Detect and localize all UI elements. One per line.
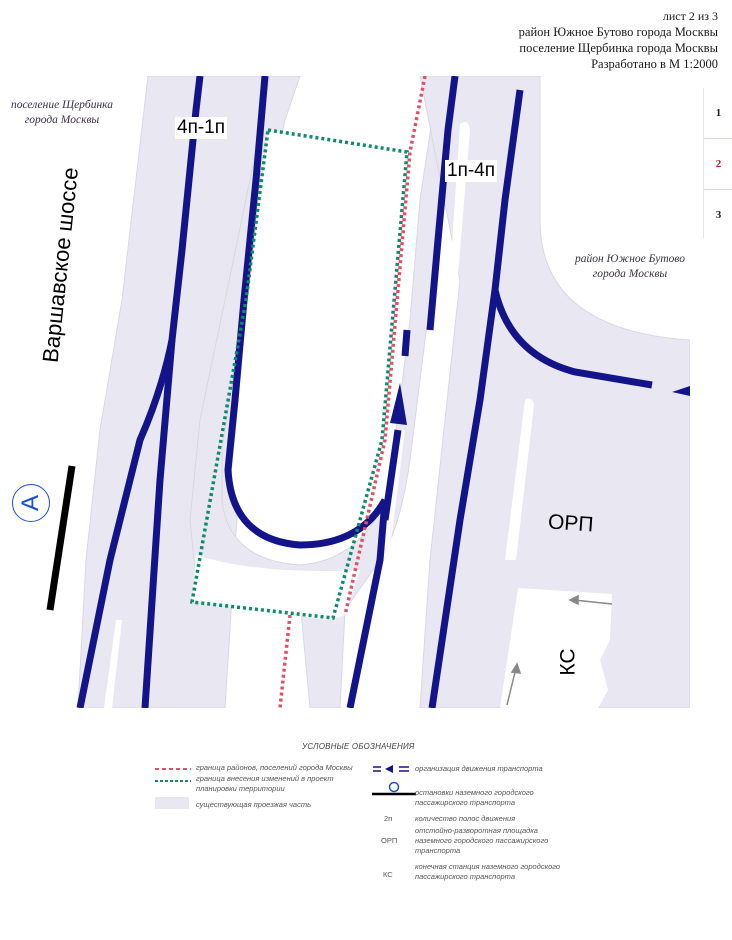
legend-bus-stop-icon [372,782,416,796]
legend-text-district-boundary: граница районов, поселений города Москвы [196,763,353,772]
sheet-navigator: 1 2 3 [703,88,732,238]
sheet-link-2[interactable]: 2 [704,139,732,190]
legend-text-ks: конечная станция наземного городского па… [415,862,561,881]
legend-text-lanes: количество полос движения [415,814,516,823]
map-canvas[interactable] [0,76,690,708]
sheet-number: лист 2 из 3 [662,9,718,23]
lane-label-left: 4п-1п [175,117,228,139]
legend-text-traffic: организация движения транспорта [415,764,543,773]
legend-code-ks: КС [383,870,393,879]
header-district: район Южное Бутово города Москвы [518,25,718,39]
area-label-butovo: район Южное Бутово города Москвы [574,253,686,280]
direction-arrow-icon [390,383,407,425]
sheet-link-1[interactable]: 1 [704,88,732,139]
legend-title: УСЛОВНЫЕ ОБОЗНАЧЕНИЯ [302,742,415,751]
direction-arrow-icon [672,386,690,396]
sheet-header: лист 2 из 3 район Южное Бутово города Мо… [519,8,718,72]
legend-text-orp: отстойно-разворотная площадка наземного … [415,826,549,855]
legend: УСЛОВНЫЕ ОБОЗНАЧЕНИЯ граница районов, по… [0,730,732,900]
ks-label: КС [556,648,580,676]
planning-boundary [189,127,409,620]
legend-text-planning-boundary: граница внесения изменений в проект план… [196,774,334,793]
bus-stop-icon: A [12,484,50,522]
bus-stop-bar [46,465,76,611]
header-scale: Разработано в М 1:2000 [591,57,718,71]
legend-text-roadway: существующая проезжая часть [196,800,312,809]
legend-roadway-swatch [155,797,189,809]
area-label-shcherbinka: поселение Щербинка города Москвы [10,99,114,126]
lane-label-right: 1п-4п [445,160,498,182]
legend-green-dash-icon [155,780,191,782]
legend-code-orp: ОРП [381,836,398,845]
traffic-lines [76,76,653,708]
sheet-link-3[interactable]: 3 [715,209,722,221]
header-settlement: поселение Щербинка города Москвы [519,41,718,55]
legend-text-bus-stop: остановки наземного городского пассажирс… [415,788,534,807]
ks-block [500,588,612,708]
legend-red-dash-icon [155,768,191,770]
district-boundary [278,76,427,708]
legend-traffic-icon [373,765,409,773]
central-island [232,130,405,548]
legend-code-lanes: 2п [384,814,393,823]
orp-label: ОРП [547,510,595,537]
